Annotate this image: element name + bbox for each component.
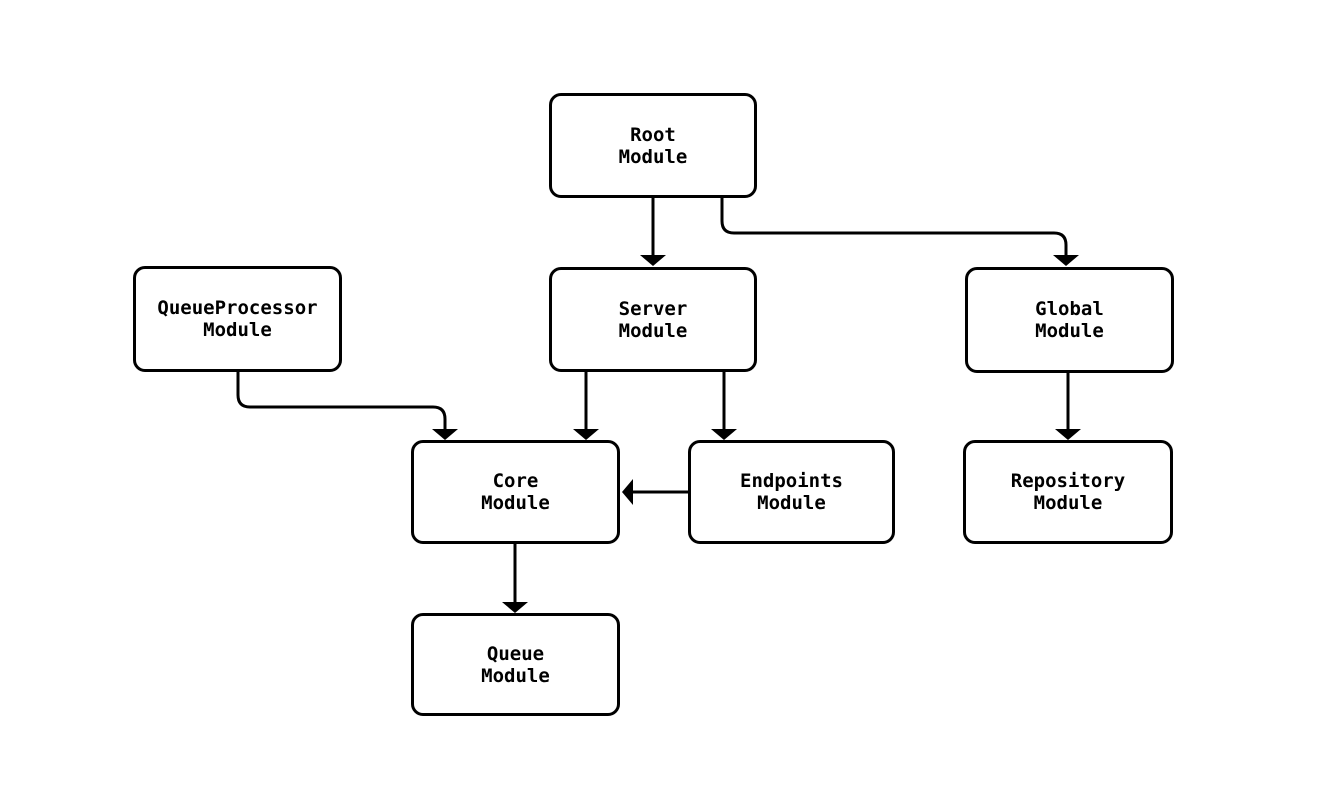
edge-arrowhead (573, 429, 599, 440)
node-label-line: Global (1035, 298, 1104, 320)
node-endpoints-module: Endpoints Module (688, 440, 895, 544)
edge-line (236, 372, 447, 429)
edge-arrowhead (432, 429, 458, 440)
edge-arrowhead (1053, 255, 1079, 266)
node-label-line: Module (481, 492, 550, 514)
node-label-line: Root (630, 123, 676, 146)
edge-server-to-endpoints (711, 372, 737, 440)
node-label-line: Repository (1010, 470, 1126, 492)
node-label-line: Module (481, 664, 550, 687)
node-queue-module: Queue Module (411, 613, 620, 716)
node-label-line: Module (618, 145, 688, 168)
edge-arrowhead (640, 255, 666, 266)
node-label-line: Queue (486, 642, 545, 665)
node-label-line: Module (1035, 320, 1104, 342)
node-root-module: Root Module (549, 93, 757, 198)
edge-root-to-server (640, 197, 666, 266)
edge-arrowhead (711, 429, 737, 440)
edge-queueprocessor-to-core (236, 372, 458, 440)
node-server-module: Server Module (549, 267, 757, 372)
edge-arrowhead (622, 479, 633, 505)
node-repository-module: Repository Module (963, 440, 1173, 544)
edge-global-to-repository (1055, 373, 1081, 440)
edge-core-to-queue (502, 544, 528, 613)
node-label-line: Module (757, 492, 826, 514)
edge-line (720, 197, 1068, 255)
edge-endpoints-to-core (622, 479, 688, 505)
node-label-line: Server (618, 297, 688, 320)
node-global-module: Global Module (965, 267, 1174, 373)
node-label-line: Module (1033, 492, 1103, 514)
edge-arrowhead (1055, 429, 1081, 440)
node-label-line: Endpoints (740, 470, 843, 492)
node-label-line: Module (203, 319, 272, 341)
node-label-line: Module (618, 319, 688, 342)
edge-server-to-core (573, 372, 599, 440)
node-core-module: Core Module (411, 440, 620, 544)
node-label-line: QueueProcessor (157, 297, 318, 319)
edge-root-to-global (720, 197, 1079, 266)
node-label-line: Core (492, 470, 539, 492)
node-queueprocessor-module: QueueProcessor Module (133, 266, 342, 372)
edge-arrowhead (502, 602, 528, 613)
